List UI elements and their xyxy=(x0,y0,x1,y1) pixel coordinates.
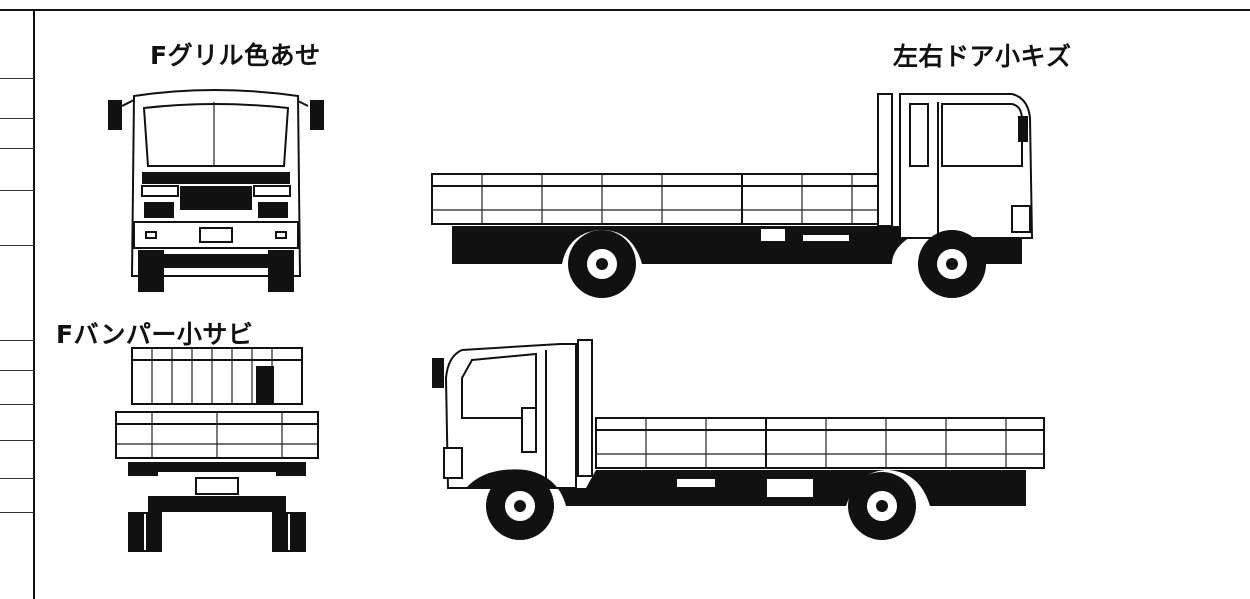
margin-tick xyxy=(0,512,33,513)
annotation-doors: 左右ドア小キズ xyxy=(893,42,1072,71)
annotation-front-bumper: Fバンパー小サビ xyxy=(56,320,254,349)
truck-right-side-view xyxy=(431,93,1034,298)
margin-tick xyxy=(0,340,33,341)
margin-tick xyxy=(0,148,33,149)
margin-tick xyxy=(0,404,33,405)
annotation-front-grille: Fグリル色あせ xyxy=(150,41,321,70)
truck-rear-view xyxy=(115,347,319,552)
margin-tick xyxy=(0,118,33,119)
margin-tick xyxy=(0,245,33,246)
truck-left-side-view xyxy=(432,339,1045,540)
left-border xyxy=(33,9,35,599)
margin-tick xyxy=(0,190,33,191)
margin-tick xyxy=(0,478,33,479)
truck-front-view xyxy=(108,89,324,292)
top-border xyxy=(0,0,1250,11)
margin-tick xyxy=(0,78,33,79)
margin-tick xyxy=(0,440,33,441)
margin-tick xyxy=(0,370,33,371)
